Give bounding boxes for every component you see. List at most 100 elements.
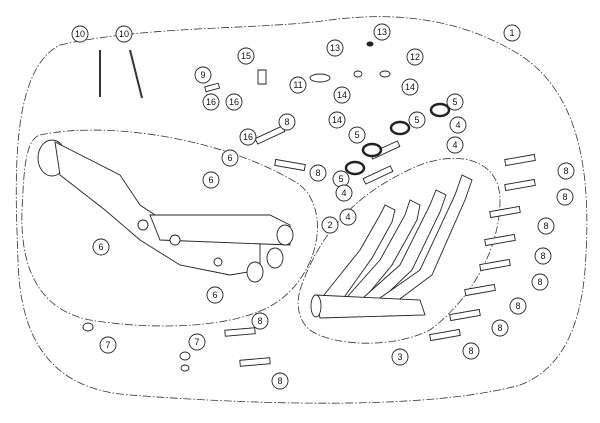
callout-8: 8 [251, 312, 269, 330]
callout-7: 7 [188, 333, 206, 351]
callout-14: 14 [333, 86, 351, 104]
callout-8: 8 [537, 217, 555, 235]
spring-icon [254, 125, 286, 145]
callout-5: 5 [408, 111, 426, 129]
svg-text:5: 5 [338, 174, 343, 184]
svg-text:8: 8 [515, 301, 520, 311]
gasket-icon [389, 120, 411, 136]
callout-8: 8 [531, 273, 549, 291]
svg-text:16: 16 [229, 97, 239, 107]
svg-text:7: 7 [194, 337, 199, 347]
svg-text:6: 6 [208, 175, 213, 185]
spring-icon [504, 178, 536, 192]
callout-8: 8 [271, 372, 289, 390]
callout-5: 5 [348, 126, 366, 144]
svg-text:6: 6 [98, 242, 103, 252]
svg-text:8: 8 [497, 323, 502, 333]
svg-text:14: 14 [337, 90, 347, 100]
svg-text:8: 8 [468, 346, 473, 356]
callout-6: 6 [202, 171, 220, 189]
svg-text:8: 8 [562, 192, 567, 202]
callout-5: 5 [332, 170, 350, 188]
spring-icon [274, 158, 306, 172]
callout-15: 15 [237, 47, 255, 65]
svg-text:8: 8 [563, 166, 568, 176]
svg-text:5: 5 [354, 130, 359, 140]
svg-text:6: 6 [227, 153, 232, 163]
svg-text:14: 14 [405, 82, 415, 92]
callout-4: 4 [449, 116, 467, 134]
gasket-icon [344, 160, 366, 176]
callout-14: 14 [328, 111, 346, 129]
callout-8: 8 [309, 164, 327, 182]
svg-text:4: 4 [455, 120, 460, 130]
svg-text:5: 5 [452, 97, 457, 107]
callout-6: 6 [221, 149, 239, 167]
svg-text:6: 6 [212, 290, 217, 300]
spring-icon [489, 205, 521, 219]
svg-text:10: 10 [75, 29, 85, 39]
callout-13: 13 [326, 39, 344, 57]
spring-icon [464, 283, 496, 297]
callout-4: 4 [446, 136, 464, 154]
spring-icon [224, 327, 256, 337]
svg-text:8: 8 [543, 221, 548, 231]
svg-text:12: 12 [410, 52, 420, 62]
callout-10: 10 [115, 25, 133, 43]
spring-icon [449, 308, 481, 322]
svg-text:8: 8 [537, 277, 542, 287]
callout-8: 8 [534, 247, 552, 265]
callout-13: 13 [373, 23, 391, 41]
callout-10: 10 [71, 25, 89, 43]
callout-6: 6 [92, 238, 110, 256]
svg-text:2: 2 [327, 220, 332, 230]
spring-icon [479, 258, 511, 272]
callout-11: 11 [289, 76, 307, 94]
callout-8: 8 [557, 162, 575, 180]
svg-text:16: 16 [243, 132, 253, 142]
svg-text:8: 8 [284, 117, 289, 127]
spring-icon [362, 165, 394, 185]
svg-text:7: 7 [105, 340, 110, 350]
callout-8: 8 [462, 342, 480, 360]
svg-text:13: 13 [330, 43, 340, 53]
callout-8: 8 [556, 188, 574, 206]
svg-text:8: 8 [540, 251, 545, 261]
callout-2: 2 [321, 216, 339, 234]
svg-text:16: 16 [206, 97, 216, 107]
gasket-icon [429, 102, 451, 118]
callout-5: 5 [446, 93, 464, 111]
svg-text:14: 14 [332, 115, 342, 125]
svg-text:13: 13 [377, 27, 387, 37]
springs [224, 125, 536, 367]
callout-14: 14 [401, 78, 419, 96]
svg-text:11: 11 [293, 80, 302, 90]
svg-text:8: 8 [277, 376, 282, 386]
svg-text:5: 5 [414, 115, 419, 125]
callout-8: 8 [491, 319, 509, 337]
callout-16: 16 [239, 128, 257, 146]
small-parts [82, 41, 391, 372]
svg-text:10: 10 [119, 29, 129, 39]
callout-6: 6 [206, 286, 224, 304]
callout-9: 9 [194, 66, 212, 84]
svg-text:9: 9 [200, 70, 205, 80]
muffler-assembly [37, 139, 294, 283]
gaskets [344, 102, 451, 176]
callout-8: 8 [509, 297, 527, 315]
callout-3: 3 [391, 348, 409, 366]
svg-text:4: 4 [452, 140, 457, 150]
callout-8: 8 [278, 113, 296, 131]
spring-icon [484, 233, 516, 247]
spring-icon [504, 153, 536, 167]
gasket-icon [361, 142, 383, 158]
kit-boundary-1 [15, 16, 588, 404]
svg-text:8: 8 [315, 168, 320, 178]
svg-text:4: 4 [345, 212, 350, 222]
spring-icon [429, 328, 461, 342]
svg-text:4: 4 [341, 188, 346, 198]
callout-16: 16 [202, 93, 220, 111]
